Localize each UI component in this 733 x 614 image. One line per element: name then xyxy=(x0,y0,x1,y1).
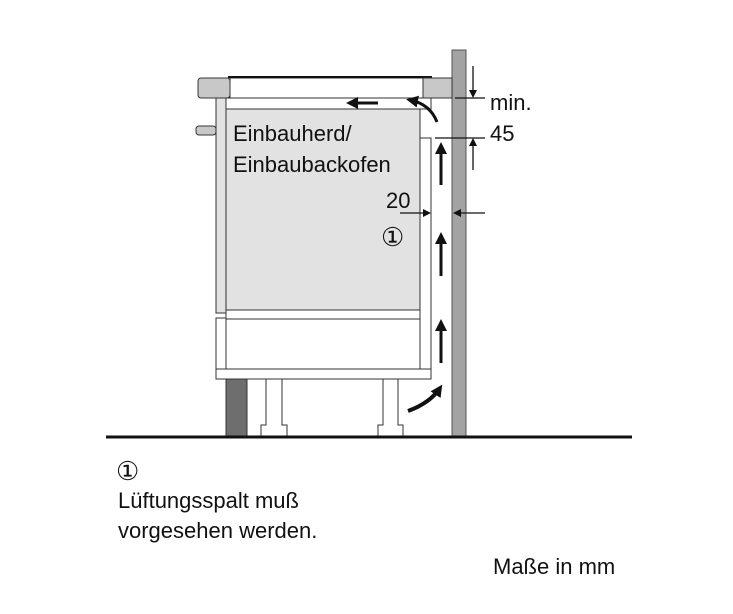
foot xyxy=(377,378,404,437)
units-note: Maße in mm xyxy=(493,554,616,579)
countertop xyxy=(197,76,453,99)
airflow-arrow xyxy=(406,95,439,123)
dim-45-value: 45 xyxy=(490,121,514,146)
dim-min-label: min. xyxy=(490,90,532,115)
appliance-label-line1: Einbauherd/ xyxy=(233,121,353,146)
airflow-arrows xyxy=(346,95,447,413)
drawer xyxy=(225,318,421,370)
cabinet xyxy=(195,97,432,438)
dimension-lines xyxy=(400,66,485,217)
appliance-label-line2: Einbaubackofen xyxy=(233,152,391,177)
legend-line1: Lüftungsspalt muß xyxy=(118,488,299,513)
airflow-arrow xyxy=(407,384,443,413)
gap-marker: ① xyxy=(381,222,404,252)
legend-line2: vorgesehen werden. xyxy=(118,518,318,543)
wall xyxy=(451,49,467,438)
dim-20-value: 20 xyxy=(386,188,410,213)
legend-marker: ① xyxy=(116,456,140,486)
plinth xyxy=(225,378,248,438)
foot xyxy=(260,378,288,437)
handle xyxy=(195,125,217,136)
